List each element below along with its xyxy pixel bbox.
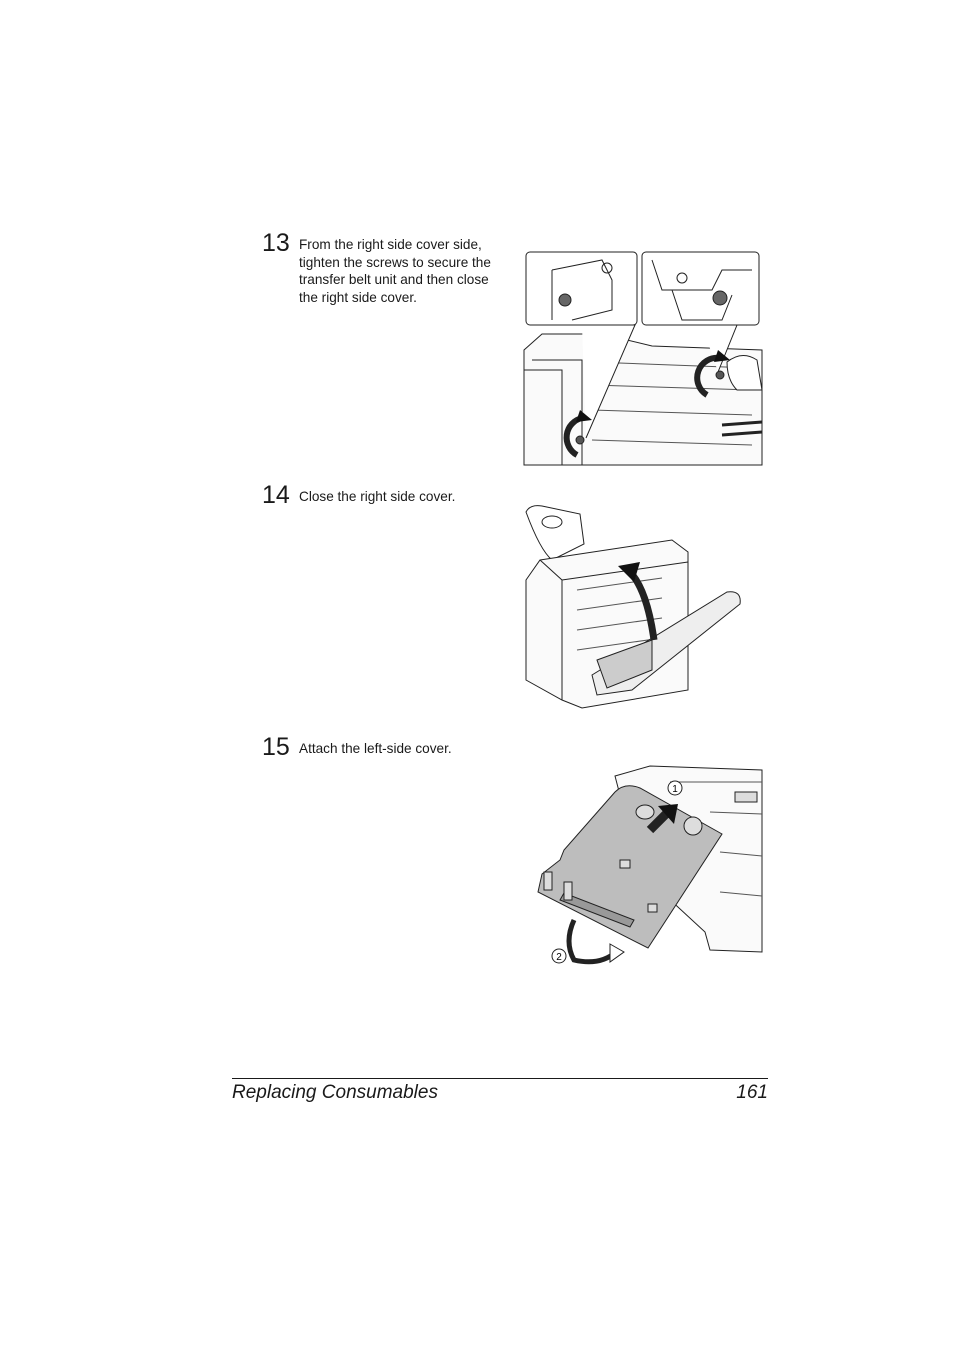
figure-close-right-cover [522,500,744,715]
illustration-printer-right-cover [525,505,741,709]
figure-attach-left-cover: 1 2 [530,752,764,968]
illustration-printer-screws [523,251,763,466]
callout-1: 1 [672,784,678,795]
step-number: 15 [262,733,290,761]
footer-section-title: Replacing Consumables [232,1082,438,1103]
footer-divider [232,1078,768,1079]
step-instruction: Attach the left-side cover. [299,741,452,756]
illustration-left-cover: 1 2 [537,765,763,965]
footer-page-number: 161 [736,1082,768,1103]
step-instruction: Close the right side cover. [299,489,456,504]
callout-2: 2 [556,952,562,963]
step-instruction: From the right side cover side, tighten … [299,237,491,305]
step-number: 13 [262,229,290,257]
figure-tighten-screws [522,250,764,466]
step-number: 14 [262,481,290,509]
